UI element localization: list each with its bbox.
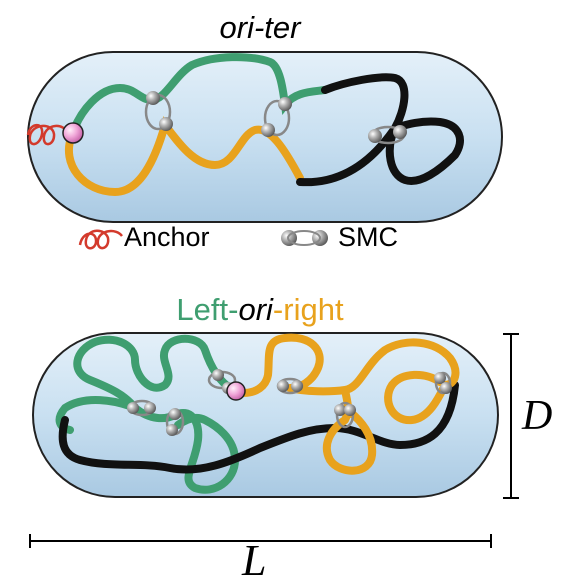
smc-bead xyxy=(434,372,446,384)
bottom-terminus-strand xyxy=(58,381,459,474)
top-anchor-coil xyxy=(26,123,70,146)
length-marker xyxy=(29,534,492,548)
legend xyxy=(78,229,328,250)
smc-bead xyxy=(212,369,224,381)
smc-bead xyxy=(291,380,303,392)
title-ori-word: ori xyxy=(238,292,273,327)
smc-bead xyxy=(144,402,156,414)
bottom-cell-capsule xyxy=(32,332,499,498)
smc-bead xyxy=(261,123,275,137)
smc-bead xyxy=(159,117,173,131)
smc-bead xyxy=(127,402,139,414)
anchor-legend-label: Anchor xyxy=(124,222,210,252)
smc-bead xyxy=(440,382,452,394)
top-cell-capsule xyxy=(27,51,503,223)
smc-ring xyxy=(263,99,291,137)
diameter-label: D xyxy=(522,393,553,439)
smc-bead xyxy=(278,97,292,111)
bottom-panel xyxy=(32,332,499,498)
top-panel-title: ori-ter xyxy=(219,10,301,45)
smc-bead xyxy=(334,404,346,416)
diameter-marker xyxy=(503,333,519,499)
smc-legend-label: SMC xyxy=(338,222,398,252)
title-right-word: right xyxy=(283,292,344,327)
top-right-arm-strand xyxy=(64,116,304,197)
title-hyphen-1: - xyxy=(228,292,239,327)
bottom-ori-bead xyxy=(226,381,246,401)
smc-legend-ring xyxy=(287,230,321,246)
smc-bead xyxy=(277,380,289,392)
bottom-panel-title: Left-ori-right xyxy=(0,292,520,328)
title-hyphen-2: - xyxy=(272,292,284,327)
anchor-legend-icon xyxy=(78,229,123,250)
smc-bead xyxy=(166,424,178,436)
smc-bead xyxy=(344,404,356,416)
top-panel xyxy=(26,51,503,223)
length-label: L xyxy=(242,536,267,585)
smc-bead xyxy=(368,129,382,143)
top-ori-bead xyxy=(62,122,84,144)
top-terminus-strand xyxy=(296,73,464,187)
smc-bead xyxy=(169,408,181,420)
smc-bead xyxy=(393,125,407,139)
title-left-word: Left xyxy=(176,292,229,327)
smc-bead xyxy=(146,91,160,105)
